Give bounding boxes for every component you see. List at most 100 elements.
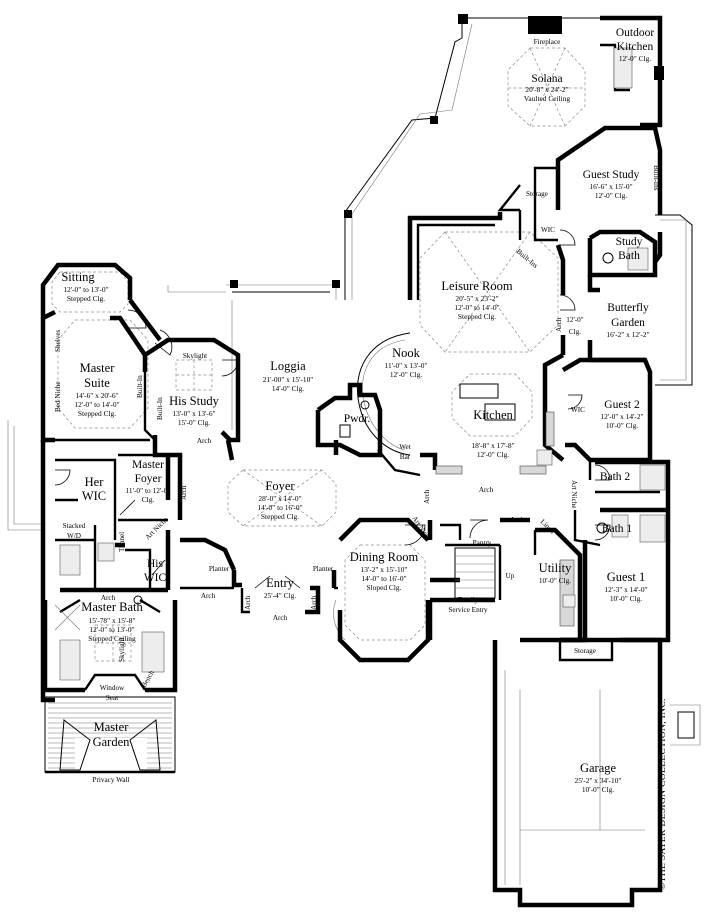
room-butterfly-garden-name-line2: Garden: [611, 317, 645, 329]
room-master-suite-dim-1: 14'-6" x 20'-6": [75, 391, 118, 400]
room-guest-study-dim-1: 16'-6" x 15'-0": [589, 182, 632, 191]
label-planter-right: Planter: [313, 565, 334, 573]
label-planter-left: Planter: [209, 565, 230, 573]
room-labels: Outdoor Kitchen 12'-0" Clg. Solana 20'-8…: [61, 27, 654, 794]
room-master-foyer-dim-1: 11'-0" to 12'-0": [126, 486, 171, 495]
room-outdoor-kitchen-name-line2: Kitchen: [617, 41, 654, 53]
label-wic-guest: WIC: [541, 226, 555, 234]
room-his-study-dim-2: 15'-0" Clg.: [178, 418, 210, 427]
room-pwdr-name: Pwdr.: [344, 413, 371, 425]
room-kitchen-name: Kitchen: [473, 408, 513, 422]
label-wet-bar-1: Wet: [399, 443, 410, 451]
label-up: Up: [506, 572, 515, 580]
label-linen: Linen: [539, 518, 557, 536]
label-arch-leisure: Arch: [555, 317, 563, 332]
room-foyer-name: Foyer: [265, 479, 295, 493]
label-built-in-a: Built-In: [136, 375, 144, 398]
room-nook-dim-2: 12'-0" Clg.: [390, 370, 422, 379]
label-shelves: Shelves: [54, 329, 62, 352]
room-garage-dim-2: 10'-0" Clg.: [582, 785, 614, 794]
room-master-suite-name: Master: [80, 361, 116, 375]
label-stacked-line2: W/D: [67, 532, 81, 540]
room-dining-room-dim-1: 13'-2" x 15'-10": [361, 565, 408, 574]
label-fireplace: Fireplace: [534, 38, 561, 46]
room-master-garden-name-line2: Garden: [93, 735, 131, 749]
room-solana-name: Solana: [531, 73, 562, 85]
room-sitting-name: Sitting: [61, 270, 95, 284]
room-master-foyer-name-line2: Foyer: [135, 473, 162, 485]
room-nook-dim-1: 11'-0" x 13'-0": [385, 361, 428, 370]
label-skylight-study: Skylight: [183, 352, 207, 360]
room-solana-dim-1: 20'-8" x 24'-2": [525, 85, 568, 94]
room-kitchen-dim-1: 18'-8" x 17'-8": [471, 441, 514, 450]
fixtures: [54, 47, 666, 885]
room-sitting-dim-1: 12'-0" to 13'-0": [63, 285, 108, 294]
label-storage-top: Storage: [526, 190, 548, 198]
label-built-in-b: Built-In: [156, 397, 164, 420]
label-wet-bar-2: Bar: [400, 453, 411, 461]
label-bed-niche: Bed Niche: [54, 381, 62, 412]
label-arch-study: Arch: [197, 437, 212, 445]
room-foyer-dim-2: 14'-0" to 16'-0": [257, 503, 302, 512]
label-window-line2: Seat: [106, 694, 118, 702]
room-master-foyer-name: Master: [132, 459, 164, 471]
label-wic-guest2: WIC: [571, 406, 585, 414]
walls: [40, 14, 671, 908]
room-master-bath-name: Master Bath: [81, 600, 143, 614]
doors: [54, 229, 611, 589]
room-outdoor-kitchen-dim: 12'-0" Clg.: [619, 54, 651, 63]
label-window-line1: Window: [100, 684, 125, 692]
room-butterfly-garden-name: Butterfly: [607, 302, 649, 314]
room-entry-name: Entry: [266, 576, 295, 590]
label-clg-12: 12'-0": [566, 316, 583, 324]
room-solana-dim-2: Vaulted Ceiling: [524, 94, 570, 103]
label-clg-word: Clg.: [569, 328, 581, 336]
room-his-wic-name-line2: WIC: [144, 572, 167, 584]
label-pantry: Pantry: [473, 539, 492, 547]
outdoor-linework: [7, 17, 701, 774]
label-arch-bath1: Arch: [510, 516, 525, 524]
room-leisure-room-dim-3: Stepped Clg.: [458, 312, 496, 321]
room-leisure-room-name: Leisure Room: [441, 279, 512, 293]
room-loggia-name: Loggia: [270, 359, 306, 373]
room-leisure-room-dim-2: 12'-0" to 14'-0": [454, 303, 499, 312]
room-sitting-dim-2: Stepped Clg.: [67, 294, 105, 303]
room-garage-name: Garage: [580, 761, 617, 775]
room-master-foyer-dim-2: Clg.: [142, 495, 155, 504]
room-his-wic-name: His: [147, 558, 164, 570]
label-arch-foyer-r: Arch: [423, 489, 431, 504]
room-garage-dim-1: 25'-2" x 34'-10": [575, 776, 622, 785]
room-master-garden-name: Master: [94, 720, 130, 734]
label-arch-entry-l: Arch: [201, 592, 216, 600]
room-utility-dim: 10'-0" Clg.: [539, 576, 571, 585]
label-stacked-line1: Stacked: [63, 522, 86, 530]
stair: [454, 547, 496, 599]
room-study-bath-name: Study: [616, 236, 643, 248]
room-nook-name: Nook: [392, 346, 421, 360]
room-guest-2-name: Guest 2: [604, 399, 640, 411]
room-guest-study-dim-2: 12'-0" Clg.: [595, 191, 627, 200]
room-loggia-dim-1: 21'-00" x 15'-10": [263, 375, 314, 384]
room-foyer-dim-3: Stepped Clg.: [261, 512, 299, 521]
room-guest-1-dim-2: 10'-0" Clg.: [610, 594, 642, 603]
room-loggia-dim-2: 14'-0" Clg.: [272, 384, 304, 393]
room-guest-2-dim-1: 12'-0" x 14'-2": [600, 412, 643, 421]
label-tunnel: Tunnel: [118, 532, 126, 552]
room-her-wic-name: Her: [85, 475, 105, 489]
credit-text: ©THE SATER DESIGN COLLECTION, INC.: [657, 698, 668, 890]
room-dining-room-dim-3: Sloped Clg.: [367, 583, 402, 592]
room-foyer-dim-1: 28'-0" x 14'-0": [258, 494, 301, 503]
room-guest-2-dim-2: 10'-0" Clg.: [606, 421, 638, 430]
label-arch-entry-side-l: Arch: [244, 595, 252, 610]
label-built-ins-leisure: Built-Ins: [515, 247, 540, 270]
label-family-line2: Service Entry: [448, 606, 488, 614]
room-study-bath-name-line2: Bath: [618, 250, 640, 262]
room-entry-dim: 25'-4" Clg.: [264, 591, 296, 600]
room-bath-2-name: Bath 2: [600, 471, 631, 483]
room-master-suite-dim-3: Stepped Clg.: [78, 409, 116, 418]
room-master-suite-dim-2: 12'-0" to 14'-0": [74, 400, 119, 409]
room-guest-study-name: Guest Study: [583, 169, 640, 181]
room-bath-1-name: Bath 1: [602, 523, 633, 535]
room-master-bath-dim-3: Stepped Ceiling: [88, 634, 136, 643]
